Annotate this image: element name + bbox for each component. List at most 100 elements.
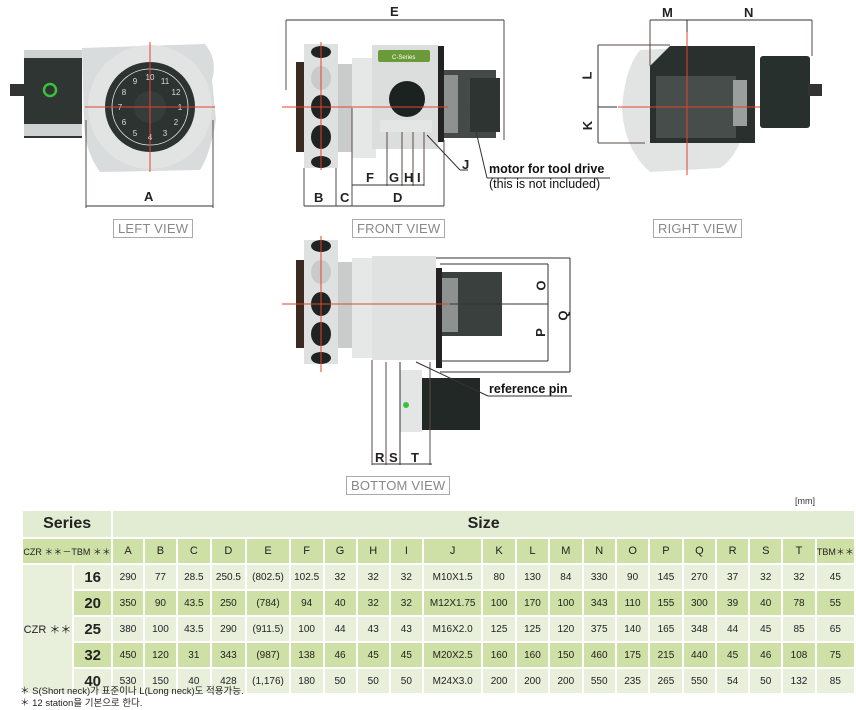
table-cell: 290 <box>209 615 248 643</box>
table-cell: 132 <box>781 667 817 695</box>
table-cell: 43.5 <box>176 615 212 643</box>
dial-number: 12 <box>172 88 181 97</box>
table-cell: 45 <box>814 563 856 591</box>
table-cell: 348 <box>681 615 718 643</box>
table-cell: M10X1.5 <box>421 563 484 591</box>
table-cell: 44 <box>715 615 751 643</box>
bottom-view-label: BOTTOM VIEW <box>346 476 451 495</box>
green-indicator-icon <box>42 82 58 98</box>
table-cell: 102.5 <box>288 563 325 591</box>
table-cell: 50 <box>388 667 424 695</box>
series-header: Series <box>20 509 114 539</box>
table-cell: 45 <box>388 641 424 669</box>
size-cell: 20 <box>72 589 114 617</box>
column-header: J <box>421 537 484 565</box>
table-cell: 39 <box>715 589 751 617</box>
table-cell: 65 <box>814 615 856 643</box>
column-header: N <box>581 537 617 565</box>
dim-label-i: I <box>417 170 421 185</box>
table-cell: 343 <box>581 589 617 617</box>
table-cell: 120 <box>142 641 179 669</box>
dim-label-o: O <box>533 280 549 291</box>
column-header: K <box>481 537 517 565</box>
dim-label-c: C <box>340 190 350 205</box>
table-cell: 32 <box>388 563 424 591</box>
table-cell: 43 <box>355 615 391 643</box>
table-cell: 108 <box>781 641 817 669</box>
table-cell: 40 <box>176 667 212 695</box>
table-cell: 550 <box>681 667 718 695</box>
table-cell: 43 <box>388 615 424 643</box>
table-cell: 45 <box>715 641 751 669</box>
group-label: CZR ＊＊ <box>20 563 75 695</box>
table-cell: 32 <box>322 563 358 591</box>
size-cell: 25 <box>72 615 114 643</box>
size-cell: 40 <box>72 667 114 695</box>
technical-drawings: 123456789101112 C-Series <box>10 19 822 465</box>
table-cell: 75 <box>814 641 856 669</box>
dial-number: 2 <box>174 118 179 127</box>
table-cell: 180 <box>288 667 325 695</box>
table-cell: 32 <box>388 589 424 617</box>
table-cell: 55 <box>814 589 856 617</box>
table-cell: 150 <box>548 641 584 669</box>
table-cell: 440 <box>681 641 718 669</box>
c-series-badge <box>378 50 430 62</box>
table-cell: 43.5 <box>176 589 212 617</box>
dim-label-f: F <box>366 170 374 185</box>
table-cell: 130 <box>514 563 551 591</box>
table-cell: 125 <box>481 615 517 643</box>
column-header: B <box>142 537 179 565</box>
dim-label-t: T <box>411 450 419 465</box>
table-cell: 32 <box>748 563 784 591</box>
dim-label-r: R <box>375 450 385 465</box>
table-cell: M20X2.5 <box>421 641 484 669</box>
right-view-label: RIGHT VIEW <box>653 219 743 238</box>
table-cell: 170 <box>514 589 551 617</box>
column-header: F <box>288 537 325 565</box>
table-cell: 235 <box>614 667 651 695</box>
reference-pin-note: reference pin <box>489 382 568 396</box>
table-cell: 50 <box>355 667 391 695</box>
table-cell: 460 <box>581 641 617 669</box>
dim-label-d: D <box>393 190 403 205</box>
dim-label-m: M <box>662 5 673 20</box>
table-cell: 110 <box>614 589 651 617</box>
table-cell: 100 <box>288 615 325 643</box>
dim-label-h: H <box>404 170 414 185</box>
table-cell: 160 <box>481 641 517 669</box>
column-header: I <box>388 537 424 565</box>
table-cell: 54 <box>715 667 751 695</box>
table-cell: 145 <box>648 563 684 591</box>
svg-text:C-Series: C-Series <box>392 55 415 61</box>
column-header: T <box>781 537 817 565</box>
table-cell: 200 <box>548 667 584 695</box>
table-cell: 343 <box>209 641 248 669</box>
dial-number: 6 <box>122 118 127 127</box>
table-cell: 138 <box>288 641 325 669</box>
table-cell: 40 <box>322 589 358 617</box>
unit-label: [mm] <box>795 496 815 506</box>
column-header: O <box>614 537 651 565</box>
dial-number: 9 <box>133 77 138 86</box>
table-cell: 270 <box>681 563 718 591</box>
table-cell: 46 <box>748 641 784 669</box>
table-cell: 84 <box>548 563 584 591</box>
table-cell: 44 <box>322 615 358 643</box>
table-cell: 530 <box>111 667 145 695</box>
table-cell: 215 <box>648 641 684 669</box>
table-cell: 28.5 <box>176 563 212 591</box>
column-header: M <box>548 537 584 565</box>
table-cell: 100 <box>548 589 584 617</box>
column-header: E <box>245 537 291 565</box>
table-cell: 78 <box>781 589 817 617</box>
column-header: G <box>322 537 358 565</box>
dim-label-l: L <box>579 71 595 80</box>
motor-note-line1: motor for tool drive <box>489 162 605 176</box>
dim-label-q: Q <box>555 310 571 321</box>
bottom-view-drawing <box>282 236 572 465</box>
